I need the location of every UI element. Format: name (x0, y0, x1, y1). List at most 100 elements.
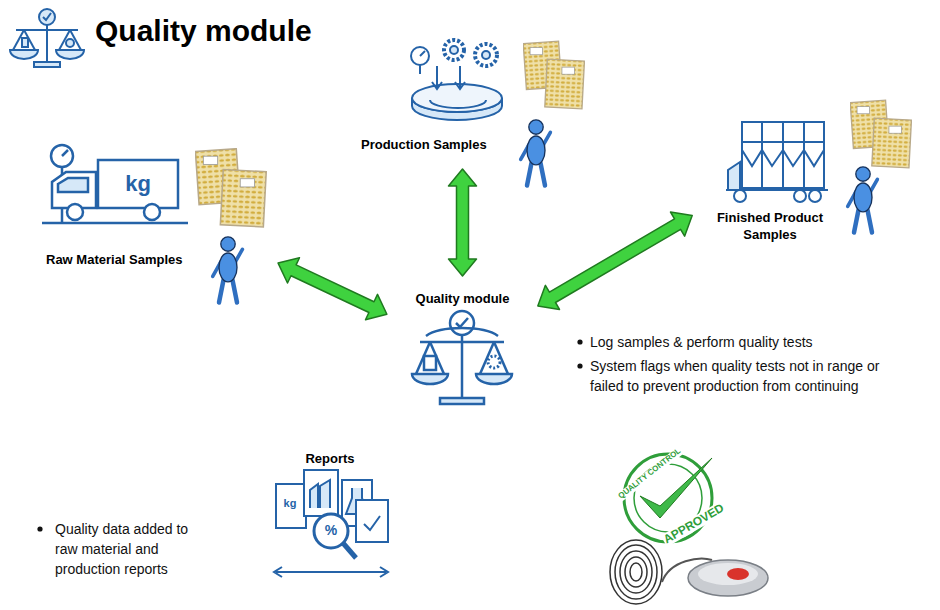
illustration (195, 149, 266, 227)
balance-icon (426, 328, 498, 336)
title-icon (34, 62, 60, 67)
fingerprint (610, 540, 662, 604)
illustration (213, 237, 243, 303)
truck-scale-icon (51, 145, 73, 167)
production-icon (419, 65, 421, 74)
title-icon (39, 9, 55, 25)
production-icon (412, 84, 502, 112)
reports-icon (356, 500, 388, 542)
finished-truck-icon (734, 190, 746, 202)
title-icon (22, 38, 28, 47)
finished-truck-icon (726, 122, 828, 202)
balance-icon (456, 318, 468, 327)
scanner-device (698, 563, 758, 585)
note-text: Log samples & perform quality tests (590, 332, 920, 352)
truck-scale-icon (42, 145, 188, 223)
finished-truck-icon (794, 190, 806, 202)
sample-node: Production Samples (355, 35, 570, 160)
illustration (848, 167, 878, 233)
production-icon (444, 40, 464, 60)
fingerprint (615, 545, 657, 599)
sample-node: Quality module (395, 285, 530, 415)
bullet-dot (577, 363, 582, 368)
truck-scale-icon (62, 150, 68, 156)
reports-icon (314, 514, 348, 548)
truck-scale-icon (144, 204, 160, 220)
balance-icon (450, 311, 474, 335)
balance-icon (424, 356, 436, 370)
balance-icon (461, 335, 464, 398)
title-icon (43, 13, 51, 20)
icon-text: % (324, 523, 338, 538)
bullet-dot (37, 339, 582, 531)
node-label: Production Samples (361, 137, 487, 154)
balance-icon (412, 374, 448, 384)
production-icon (482, 51, 490, 59)
diagram-title: Quality module (95, 14, 312, 48)
truck-scale-icon (67, 204, 83, 220)
title-icon (10, 9, 84, 67)
icon-text: APPROVED (661, 501, 728, 547)
double-arrow (449, 169, 477, 276)
truck-scale-icon (58, 178, 88, 192)
truck-scale-icon (42, 222, 188, 225)
finished-truck-icon (742, 141, 824, 143)
production-icon (411, 47, 429, 65)
balance-icon (488, 356, 500, 368)
production-icon (475, 44, 497, 66)
scanner-device (727, 568, 749, 580)
finished-truck-icon (728, 162, 740, 190)
scanner-device (662, 559, 768, 596)
sample-node: Reports (265, 445, 395, 580)
finished-truck-icon (782, 122, 784, 188)
production-icon (420, 51, 425, 56)
bullet-dot (577, 339, 582, 344)
node-label: Finished Product Samples (708, 210, 833, 244)
reports-icon (304, 470, 338, 516)
bullet-dot (37, 526, 42, 531)
production-icon (432, 82, 442, 89)
production-icon (450, 46, 458, 54)
title-icon (10, 50, 38, 59)
reports-icon (274, 567, 388, 577)
title-icon (56, 50, 84, 59)
finished-truck-icon (761, 122, 763, 188)
icon-text: kg (124, 172, 152, 196)
finished-truck-icon (803, 122, 805, 188)
balance-icon (440, 398, 484, 404)
finished-truck-icon (742, 122, 824, 188)
node-label: Quality module (416, 291, 510, 308)
fingerprint (620, 551, 652, 593)
title-icon (66, 39, 74, 47)
fingerprint (625, 557, 647, 587)
production-icon (436, 66, 438, 88)
reports-icon (364, 516, 380, 530)
reports-icon (274, 470, 388, 577)
double-arrow (538, 212, 692, 309)
scanner-device (688, 560, 768, 596)
sample-node: Finished Product Samples (700, 90, 840, 250)
production-icon (459, 66, 461, 88)
truck-scale-icon (98, 160, 178, 208)
fingerprint (610, 540, 662, 604)
icon-text: kg (283, 497, 298, 509)
note-text: Quality data added to raw material and p… (55, 519, 210, 579)
note-text: System flags when quality tests not in r… (590, 356, 915, 396)
double-arrow (278, 258, 387, 320)
production-icon (411, 40, 502, 120)
production-icon (430, 100, 486, 108)
sample-node: Raw Material Samples (40, 135, 270, 275)
balance-icon (476, 374, 512, 384)
balance-icon (420, 341, 504, 344)
production-icon (455, 82, 465, 89)
finished-truck-icon (742, 150, 824, 166)
node-label: Raw Material Samples (46, 252, 183, 269)
fingerprint (630, 563, 642, 581)
node-label: Reports (305, 451, 354, 468)
illustration (850, 100, 911, 168)
reports-icon (310, 480, 330, 508)
finished-truck-icon (809, 190, 821, 202)
reports-icon (276, 484, 306, 528)
truck-scale-icon (52, 172, 96, 208)
